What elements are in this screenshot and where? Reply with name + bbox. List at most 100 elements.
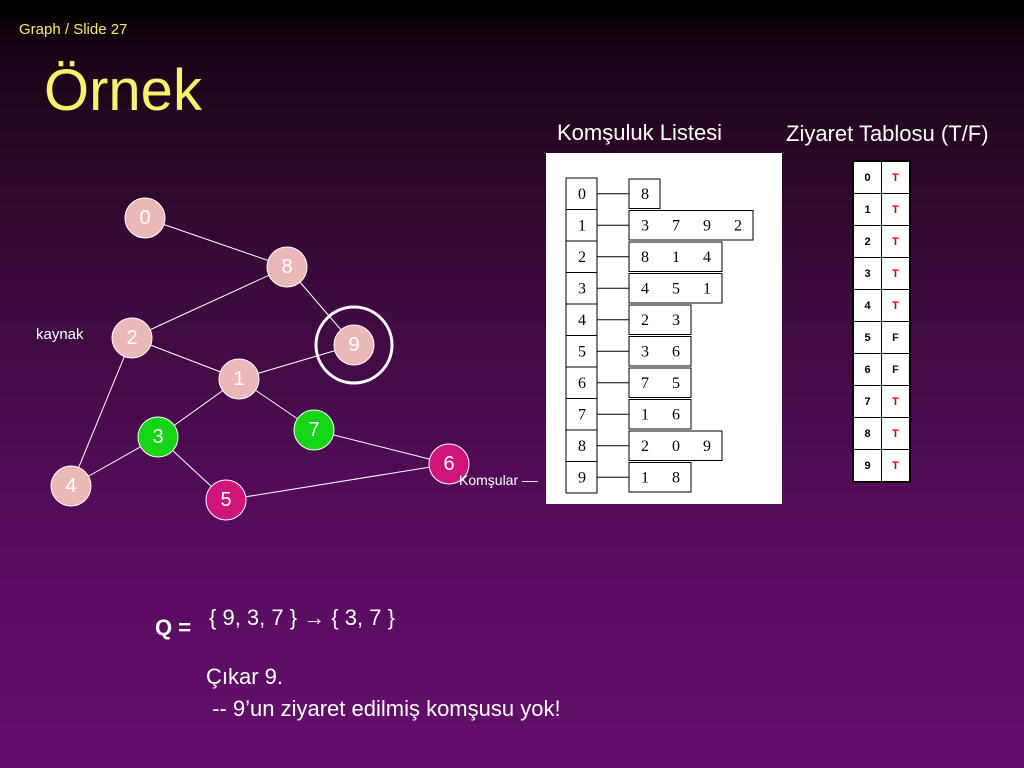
node-circle — [266, 246, 308, 288]
node-label: 6 — [443, 453, 454, 475]
node-label: 9 — [348, 334, 359, 356]
visit-index-cell: 7 — [852, 385, 882, 418]
adjacency-neighbor-value: 6 — [672, 343, 680, 360]
neighbors-label-text: Komşular — [459, 472, 519, 488]
node-label: 1 — [233, 368, 244, 390]
adjacency-neighbor-value: 8 — [641, 186, 649, 203]
adjacency-neighbor-value: 5 — [672, 375, 680, 392]
adjacency-neighbor-box — [628, 273, 723, 304]
note-line-2: -- 9’un ziyaret edilmiş komşusu yok! — [206, 696, 561, 721]
adjacency-vertex-cell — [565, 209, 598, 242]
node-label: 7 — [308, 419, 319, 441]
adjacency-list-heading: Komşuluk Listesi — [557, 120, 723, 145]
adjacency-neighbor-value: 4 — [641, 280, 649, 297]
node-circle — [205, 479, 247, 521]
graph-node-6: 6 — [428, 443, 470, 485]
adjacency-neighbor-value: 2 — [641, 438, 649, 455]
adjacency-neighbor-box — [628, 399, 692, 430]
adjacency-neighbor-value: 1 — [641, 406, 649, 423]
adjacency-vertex-label: 5 — [578, 343, 586, 360]
node-label: 3 — [152, 426, 163, 448]
adjacency-neighbor-value: 5 — [672, 280, 680, 297]
node-label: 8 — [281, 256, 292, 278]
adjacency-neighbor-value: 0 — [672, 438, 680, 455]
visit-index-cell: 0 — [852, 160, 882, 194]
adjacency-neighbor-box — [628, 178, 661, 209]
visit-index-cell: 3 — [852, 257, 882, 290]
graph-node-9: 9 — [314, 305, 394, 385]
graph-node-0: 0 — [124, 197, 166, 239]
adjacency-vertex-cell — [565, 240, 598, 273]
current-node-highlight-ring — [314, 305, 394, 385]
visit-index-cell: 5 — [852, 321, 882, 354]
adjacency-neighbor-box — [628, 241, 723, 272]
node-circle — [111, 317, 153, 359]
adjacency-neighbor-box — [628, 462, 692, 493]
visit-index-cell: 4 — [852, 289, 882, 322]
graph-node-1: 1 — [218, 358, 260, 400]
graph-node-5: 5 — [205, 479, 247, 521]
adjacency-vertex-label: 0 — [578, 186, 586, 203]
adjacency-neighbor-value: 2 — [734, 217, 742, 234]
adjacency-vertex-cell — [565, 177, 598, 210]
adjacency-vertex-label: 9 — [578, 469, 586, 486]
adjacency-vertex-cell — [565, 461, 598, 494]
adjacency-vertex-label: 6 — [578, 375, 586, 392]
visit-value-cell: F — [881, 353, 911, 386]
node-label: 4 — [65, 475, 76, 497]
visit-value-cell: T — [881, 160, 911, 194]
adjacency-neighbor-value: 4 — [703, 249, 711, 266]
visit-value-cell: F — [881, 321, 911, 354]
visit-index-cell: 2 — [852, 225, 882, 258]
edge-0-8 — [144, 217, 288, 268]
adjacency-neighbor-value: 1 — [641, 469, 649, 486]
visit-table-heading: Ziyaret Tablosu (T/F) — [786, 121, 989, 146]
adjacency-vertex-label: 7 — [578, 406, 586, 423]
adjacency-neighbor-box — [628, 210, 754, 241]
node-circle — [293, 409, 335, 451]
node-circle — [137, 416, 179, 458]
adjacency-neighbor-value: 1 — [703, 280, 711, 297]
visit-value-cell: T — [881, 385, 911, 418]
graph-node-7: 7 — [293, 409, 335, 451]
adjacency-neighbor-value: 3 — [672, 312, 680, 329]
adjacency-neighbor-value: 7 — [672, 217, 680, 234]
graph-node-2: 2 — [111, 317, 153, 359]
node-label: 2 — [126, 327, 137, 349]
adjacency-vertex-cell — [565, 366, 598, 399]
slide-title: Örnek — [44, 58, 202, 123]
edge-8-2 — [131, 266, 288, 339]
adjacency-neighbor-value: 2 — [641, 312, 649, 329]
adjacency-neighbor-box — [628, 367, 692, 398]
adjacency-neighbor-value: 9 — [703, 217, 711, 234]
visit-index-cell: 6 — [852, 353, 882, 386]
visit-index-cell: 8 — [852, 417, 882, 450]
node-label: 0 — [139, 207, 150, 229]
visit-value-cell: T — [881, 289, 911, 322]
node-circle — [428, 443, 470, 485]
edge-5-6 — [225, 463, 450, 501]
graph-node-4: 4 — [50, 465, 92, 507]
queue-label: Q = — [155, 615, 192, 640]
adjacency-neighbor-value: 8 — [672, 469, 680, 486]
visit-value-cell: T — [881, 225, 911, 258]
adjacency-neighbor-value: 3 — [641, 217, 649, 234]
node-circle — [124, 197, 166, 239]
visit-index-cell: 1 — [852, 193, 882, 226]
graph-node-3: 3 — [137, 416, 179, 458]
adjacency-neighbor-box — [628, 430, 723, 461]
adjacency-neighbor-value: 3 — [641, 343, 649, 360]
adjacency-vertex-label: 3 — [578, 280, 586, 297]
visit-value-cell: T — [881, 193, 911, 226]
